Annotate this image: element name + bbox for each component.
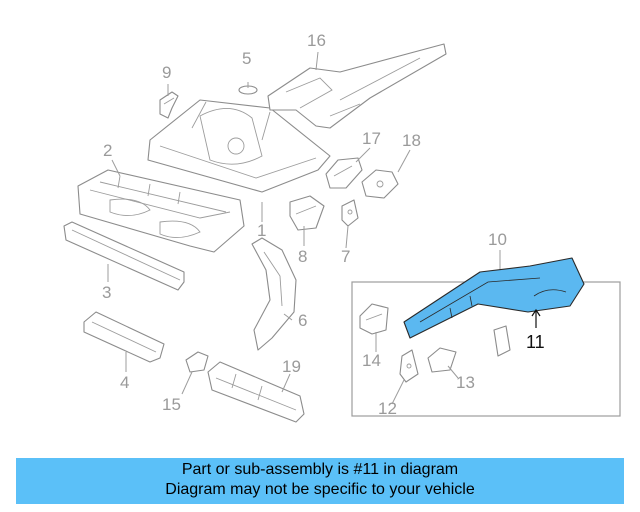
part-6-pillar	[251, 237, 297, 351]
leader-lines	[107, 51, 459, 405]
part-15-clip	[185, 351, 209, 373]
part-2-floor-pan	[77, 169, 245, 253]
callout-19: 19	[282, 357, 301, 376]
part-14-bracket	[359, 303, 389, 335]
part-3-crossmember	[63, 221, 185, 291]
caption-line-1: Part or sub-assembly is #11 in diagram	[181, 461, 459, 478]
callout-14: 14	[362, 351, 381, 370]
part-7-small-bracket	[341, 199, 359, 227]
callout-13: 13	[456, 373, 475, 392]
callout-12: 12	[378, 399, 397, 418]
callout-16: 16	[307, 31, 326, 50]
part-8-gusset	[289, 195, 325, 231]
callout-1: 1	[257, 221, 266, 240]
part-13-bracket	[427, 347, 457, 373]
callout-18: 18	[402, 131, 421, 150]
part-17-bracket	[325, 157, 363, 189]
callout-5: 5	[242, 49, 251, 68]
parts-diagram: 1 2 3 4 5 6 7 8 9 10 11 12 13 14 15 16 1…	[63, 31, 621, 423]
callout-11: 11	[526, 332, 545, 352]
part-1-center-floor	[147, 99, 331, 193]
callout-17: 17	[362, 129, 381, 148]
callout-8: 8	[298, 247, 307, 266]
callout-2: 2	[103, 141, 112, 160]
callout-10: 10	[488, 230, 507, 249]
part-9-clip	[159, 91, 179, 119]
callout-9: 9	[162, 63, 171, 82]
part-16-rail	[267, 43, 447, 129]
callout-7: 7	[341, 247, 350, 266]
part-11-highlighted-rail	[403, 257, 585, 339]
caption-line-2: Diagram may not be specific to your vehi…	[165, 481, 475, 498]
part-18-reinforcement	[361, 169, 399, 199]
part-small-bracket	[493, 325, 511, 357]
callout-15: 15	[162, 395, 181, 414]
callout-6: 6	[298, 311, 307, 330]
part-4-bracket	[83, 311, 165, 363]
callout-3: 3	[102, 283, 111, 302]
caption-banner: Part or sub-assembly is #11 in diagram D…	[16, 458, 624, 504]
part-19-sill	[207, 361, 305, 423]
part-12-plate	[399, 349, 419, 383]
callout-4: 4	[120, 373, 129, 392]
